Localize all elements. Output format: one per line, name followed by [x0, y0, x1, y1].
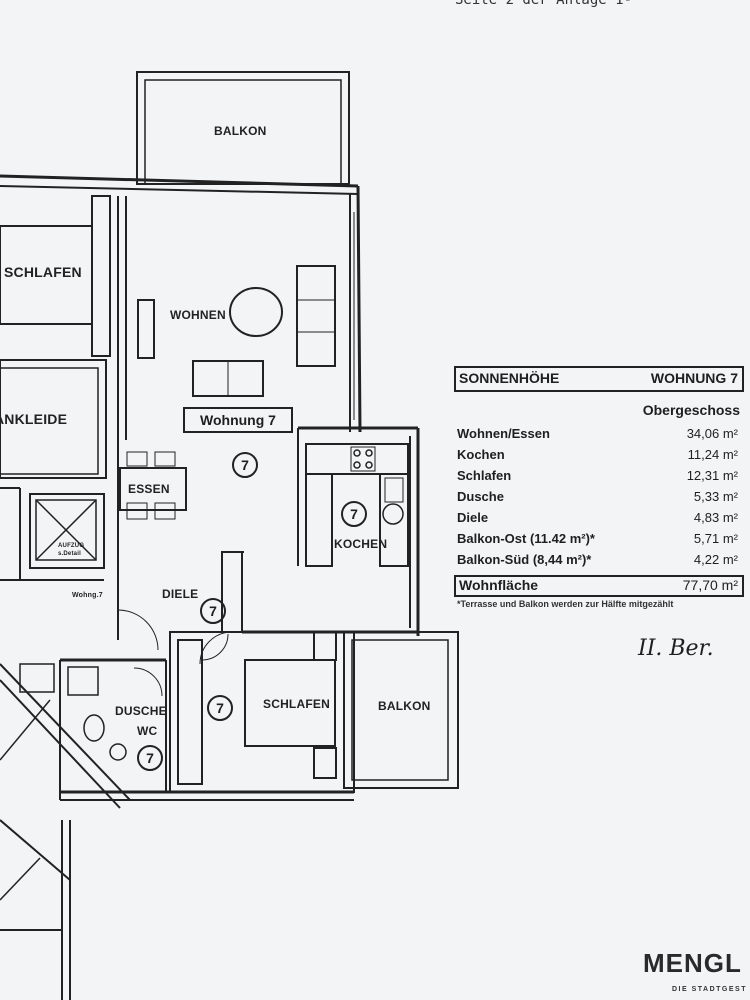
- project-name: SONNENHÖHE: [459, 370, 560, 386]
- brand-logo-text: MENGL: [643, 948, 742, 978]
- balcony-right-outline: [343, 631, 459, 789]
- area-row-value: 12,31 m²: [686, 468, 738, 483]
- area-row: Kochen 11,24 m²: [454, 447, 744, 468]
- room-label-dusche: DUSCHE: [115, 704, 167, 718]
- area-footnote: *Terrasse und Balkon werden zur Hälfte m…: [457, 599, 674, 609]
- unit-marker-dusche: 7: [137, 745, 163, 771]
- room-label-schlafen-left: SCHLAFEN: [4, 264, 82, 280]
- room-label-wc: WC: [137, 724, 158, 738]
- total-area-label: Wohnfläche: [459, 577, 539, 593]
- area-row: Wohnen/Essen 34,06 m²: [454, 426, 744, 447]
- area-row-name: Balkon-Süd (8,44 m²)*: [457, 552, 592, 567]
- room-label-essen: ESSEN: [128, 482, 170, 496]
- elevator-label: AUFZUG: [58, 543, 85, 549]
- area-row-value: 5,33 m²: [693, 489, 738, 504]
- area-row-value: 34,06 m²: [686, 426, 738, 441]
- kitchen-counter-right: [379, 473, 409, 567]
- area-table: SONNENHÖHE WOHNUNG 7 Obergeschoss Wohnen…: [454, 366, 744, 609]
- total-area-row: Wohnfläche 77,70 m²: [454, 575, 744, 597]
- unit-marker-diele: 7: [200, 598, 226, 624]
- room-label-wohnen: WOHNEN: [170, 308, 226, 322]
- area-row-name: Diele: [457, 510, 489, 525]
- total-area-value: 77,70 m²: [682, 577, 738, 593]
- elevator: [29, 493, 105, 569]
- sofa-right: [296, 265, 336, 367]
- room-label-balkon-right: BALKON: [378, 699, 431, 713]
- wohng-reference: Wohng.7: [72, 592, 103, 599]
- bed: [244, 659, 336, 747]
- unit-marker-kochen: 7: [341, 501, 367, 527]
- handwritten-note: II. Ber.: [638, 636, 714, 661]
- area-row-value: 11,24 m²: [687, 447, 738, 462]
- room-label-diele: DIELE: [162, 587, 199, 601]
- floor-name: Obergeschoss: [642, 402, 740, 418]
- area-row: Balkon-Ost (11.42 m²)* 5,71 m²: [454, 531, 744, 552]
- area-row-value: 5,71 m²: [693, 531, 738, 546]
- room-label-kochen: KOCHEN: [334, 537, 388, 551]
- brand-tagline: DIE STADTGEST: [672, 986, 747, 993]
- area-row: Dusche 5,33 m²: [454, 489, 744, 510]
- dining-table: [119, 467, 187, 511]
- area-row-value: 4,22 m²: [693, 552, 738, 567]
- area-row-name: Balkon-Ost (11.42 m²)*: [457, 531, 595, 546]
- sideboard: [137, 299, 155, 359]
- round-table: [229, 287, 283, 337]
- area-table-header: SONNENHÖHE WOHNUNG 7: [454, 366, 744, 392]
- unit-name: WOHNUNG 7: [650, 370, 738, 386]
- sink: [382, 503, 404, 525]
- unit-marker-wohnen: 7: [232, 452, 258, 478]
- area-row: Diele 4,83 m²: [454, 510, 744, 531]
- area-row-name: Dusche: [457, 489, 504, 504]
- unit-marker-schlafen: 7: [207, 695, 233, 721]
- room-label-balkon-top: BALKON: [214, 124, 267, 138]
- page-header: Seite 2 der Anlage 1-: [455, 0, 633, 8]
- room-label-ankleide: ANKLEIDE: [0, 411, 68, 427]
- unit-label-box: Wohnung 7: [183, 407, 293, 433]
- area-row-name: Wohnen/Essen: [457, 426, 550, 441]
- area-row-value: 4,83 m²: [693, 510, 738, 525]
- area-row: Schlafen 12,31 m²: [454, 468, 744, 489]
- elevator-detail-label: s.Detail: [58, 551, 81, 557]
- area-row: Balkon-Süd (8,44 m²)* 4,22 m²: [454, 552, 744, 573]
- area-row-name: Kochen: [457, 447, 505, 462]
- area-row-name: Schlafen: [457, 468, 512, 483]
- room-label-schlafen: SCHLAFEN: [263, 697, 330, 711]
- kitchen-counter-left: [305, 473, 333, 567]
